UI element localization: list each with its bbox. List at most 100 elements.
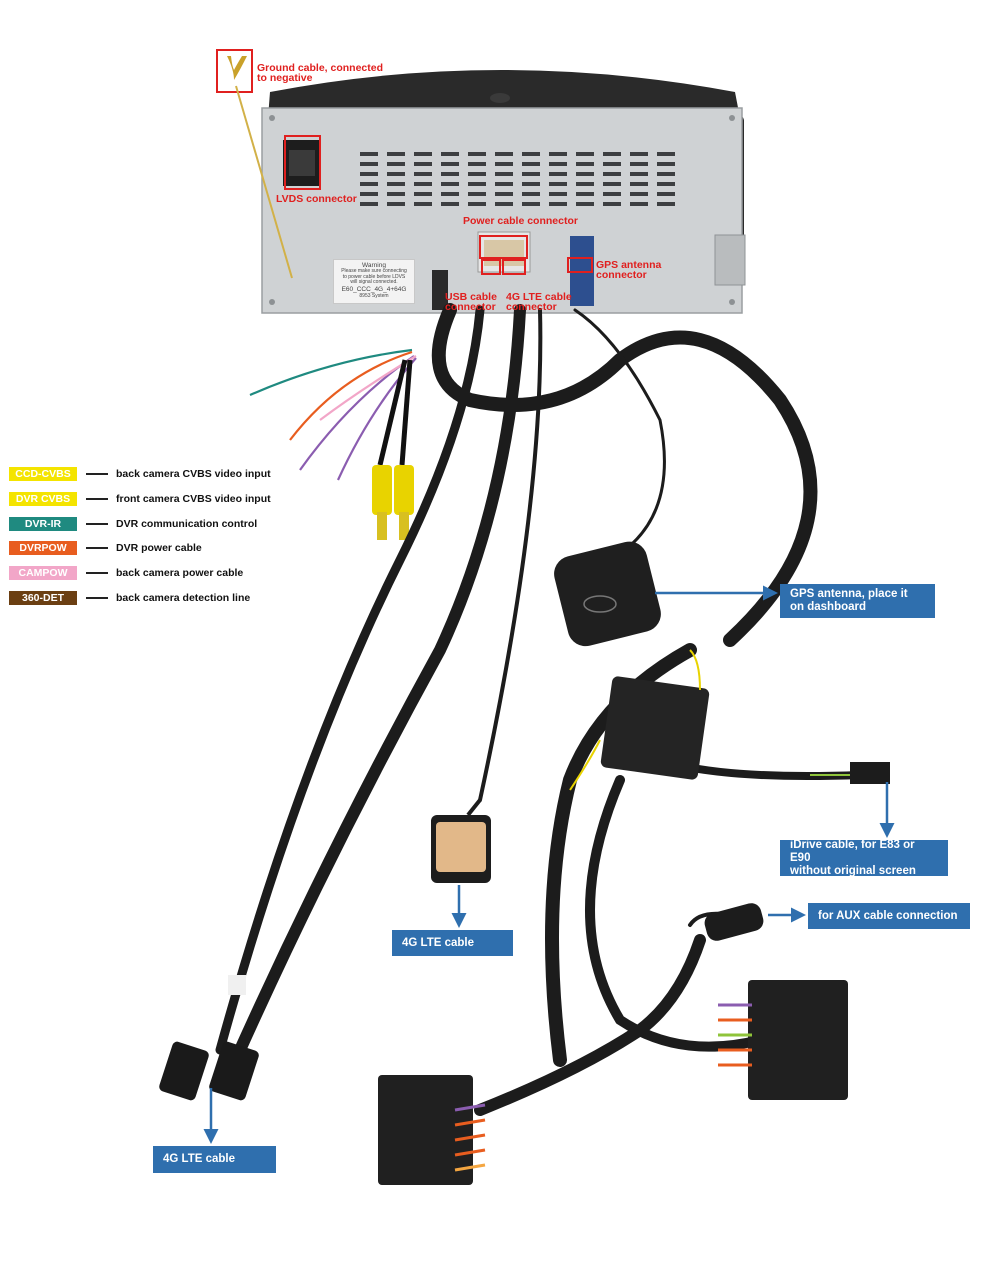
vent-slot [657, 162, 675, 166]
vent-slot [414, 172, 432, 176]
vent-slot [522, 172, 540, 176]
vent-slot [522, 162, 540, 166]
usb-label-line-1: USB cable [445, 291, 497, 303]
legend-text: back camera CVBS video input [116, 468, 271, 480]
vent-slot [495, 182, 513, 186]
vent-slot [603, 182, 621, 186]
highlight-boxes [216, 49, 593, 275]
legend-row: 360-DET back camera detection line [9, 590, 250, 606]
legend-text: back camera detection line [116, 592, 251, 604]
vent-slot [576, 182, 594, 186]
callout-arrows [203, 585, 895, 1144]
vent-slot [603, 152, 621, 156]
warning-line-3: will signal connected. [350, 279, 398, 285]
vent-slot [387, 152, 405, 156]
vent-slot [468, 192, 486, 196]
gps-antenna-connector-label: GPS antenna connector [596, 259, 662, 281]
vent-slot [549, 202, 567, 206]
vent-slot [657, 152, 675, 156]
aux-jack [704, 903, 764, 941]
vent-slot [549, 182, 567, 186]
vent-slot [522, 152, 540, 156]
vent-slot [495, 202, 513, 206]
lte-cable-callout-left: 4G LTE cable [153, 1146, 276, 1173]
gps-callout-line-2: on dashboard [790, 601, 867, 613]
vent-slot [522, 192, 540, 196]
vent-slot [522, 202, 540, 206]
warning-sticker: Warning Please make sure connecting to p… [333, 259, 415, 304]
usb-port-icon [159, 975, 259, 1101]
vent-slot [441, 182, 459, 186]
legend-dash [86, 597, 108, 599]
vent-slot [495, 192, 513, 196]
warning-line-1: Please make sure connecting [341, 268, 407, 274]
ground-lug-icon [227, 56, 293, 279]
vent-slot [387, 202, 405, 206]
vent-slot [468, 182, 486, 186]
vent-slot [576, 152, 594, 156]
aux-cable-callout: for AUX cable connection [808, 903, 970, 929]
legend-text: DVR power cable [116, 542, 202, 554]
legend-dash [86, 523, 108, 525]
vent-slot [387, 172, 405, 176]
vent-slot [630, 182, 648, 186]
ground-label-line-2: to negative [257, 72, 313, 84]
usb-cable-connector-label: USB cable connector [445, 291, 497, 313]
vent-slot [495, 172, 513, 176]
vent-slot [414, 192, 432, 196]
vent-slot [414, 202, 432, 206]
legend-text: back camera power cable [116, 567, 244, 579]
gps-connector-line-1: GPS antenna [596, 259, 662, 271]
legend-badge: 360-DET [9, 591, 77, 605]
inline-connector [600, 676, 710, 780]
vent-slot [549, 172, 567, 176]
vent-slot [495, 162, 513, 166]
quadlock-connector-left [378, 1075, 486, 1185]
vent-slot [468, 152, 486, 156]
vent-slot [441, 192, 459, 196]
gps-antenna-icon [554, 541, 661, 647]
lvds-connector-label: LVDS connector [276, 193, 357, 205]
idrive-callout-line-2: without original screen [790, 864, 916, 877]
warning-title: Warning [362, 262, 386, 269]
vent-slot [468, 162, 486, 166]
vent-slot [414, 162, 432, 166]
vent-slot [360, 162, 378, 166]
ground-label-line-1: Ground cable, connected [257, 62, 384, 74]
gps-antenna-callout: GPS antenna, place it on dashboard [780, 584, 935, 618]
rca-plug-icon [372, 359, 414, 540]
legend-text: DVR communication control [116, 518, 258, 530]
vent-slot [360, 192, 378, 196]
lte-connector-line-1: 4G LTE cable [506, 291, 572, 303]
vent-slot [603, 162, 621, 166]
vent-slot [360, 152, 378, 156]
vent-slot [441, 152, 459, 156]
vent-slot [360, 182, 378, 186]
legend-badge: DVR-IR [9, 517, 77, 531]
vent-slot [630, 152, 648, 156]
lte-cable-callout-center: 4G LTE cable [392, 930, 513, 956]
vent-slot [657, 202, 675, 206]
usb-label-line-2: connector [445, 301, 496, 313]
lte-connector-line-2: connector [506, 301, 557, 313]
vent-slot [495, 152, 513, 156]
legend-badge: CAMPOW [9, 566, 77, 580]
vent-slot [630, 172, 648, 176]
warning-line-2: to power cable before LDVS [342, 273, 406, 280]
gps-connector-line-2: connector [596, 269, 647, 281]
vent-slot [360, 172, 378, 176]
legend-dash [86, 473, 108, 475]
vent-slot [387, 162, 405, 166]
vent-slot [414, 152, 432, 156]
vent-slot [603, 172, 621, 176]
power-cable-connector-label: Power cable connector [463, 215, 578, 227]
lte-paddle-connector [431, 798, 491, 883]
gps-callout-line-1: GPS antenna, place it [790, 588, 908, 600]
vent-slot [630, 202, 648, 206]
idrive-plug [850, 762, 890, 784]
vent-slot [630, 192, 648, 196]
vent-slot [576, 192, 594, 196]
vent-slot [657, 182, 675, 186]
